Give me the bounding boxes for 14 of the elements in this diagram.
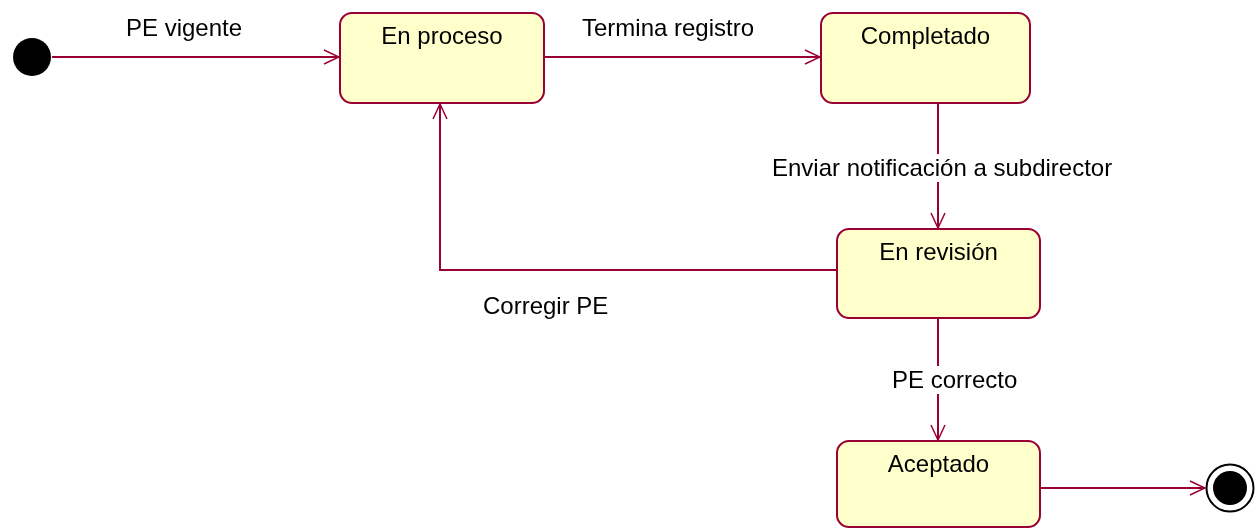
edge-label: Enviar notificación a subdirector — [770, 154, 1115, 182]
state-name: En proceso — [381, 22, 503, 50]
transition-arrow — [544, 49, 821, 65]
state-name: Aceptado — [887, 450, 990, 478]
transition-arrow — [51, 49, 340, 65]
edge-label: PE correcto — [890, 366, 1020, 394]
transition-arrow — [1040, 480, 1206, 496]
state-name: En revisión — [879, 238, 998, 266]
transition-arrow — [432, 103, 837, 271]
state-box — [836, 228, 1041, 319]
state-name: Completado — [860, 22, 991, 50]
state-box — [339, 12, 545, 104]
state-box — [836, 440, 1041, 528]
state-box — [820, 12, 1031, 104]
